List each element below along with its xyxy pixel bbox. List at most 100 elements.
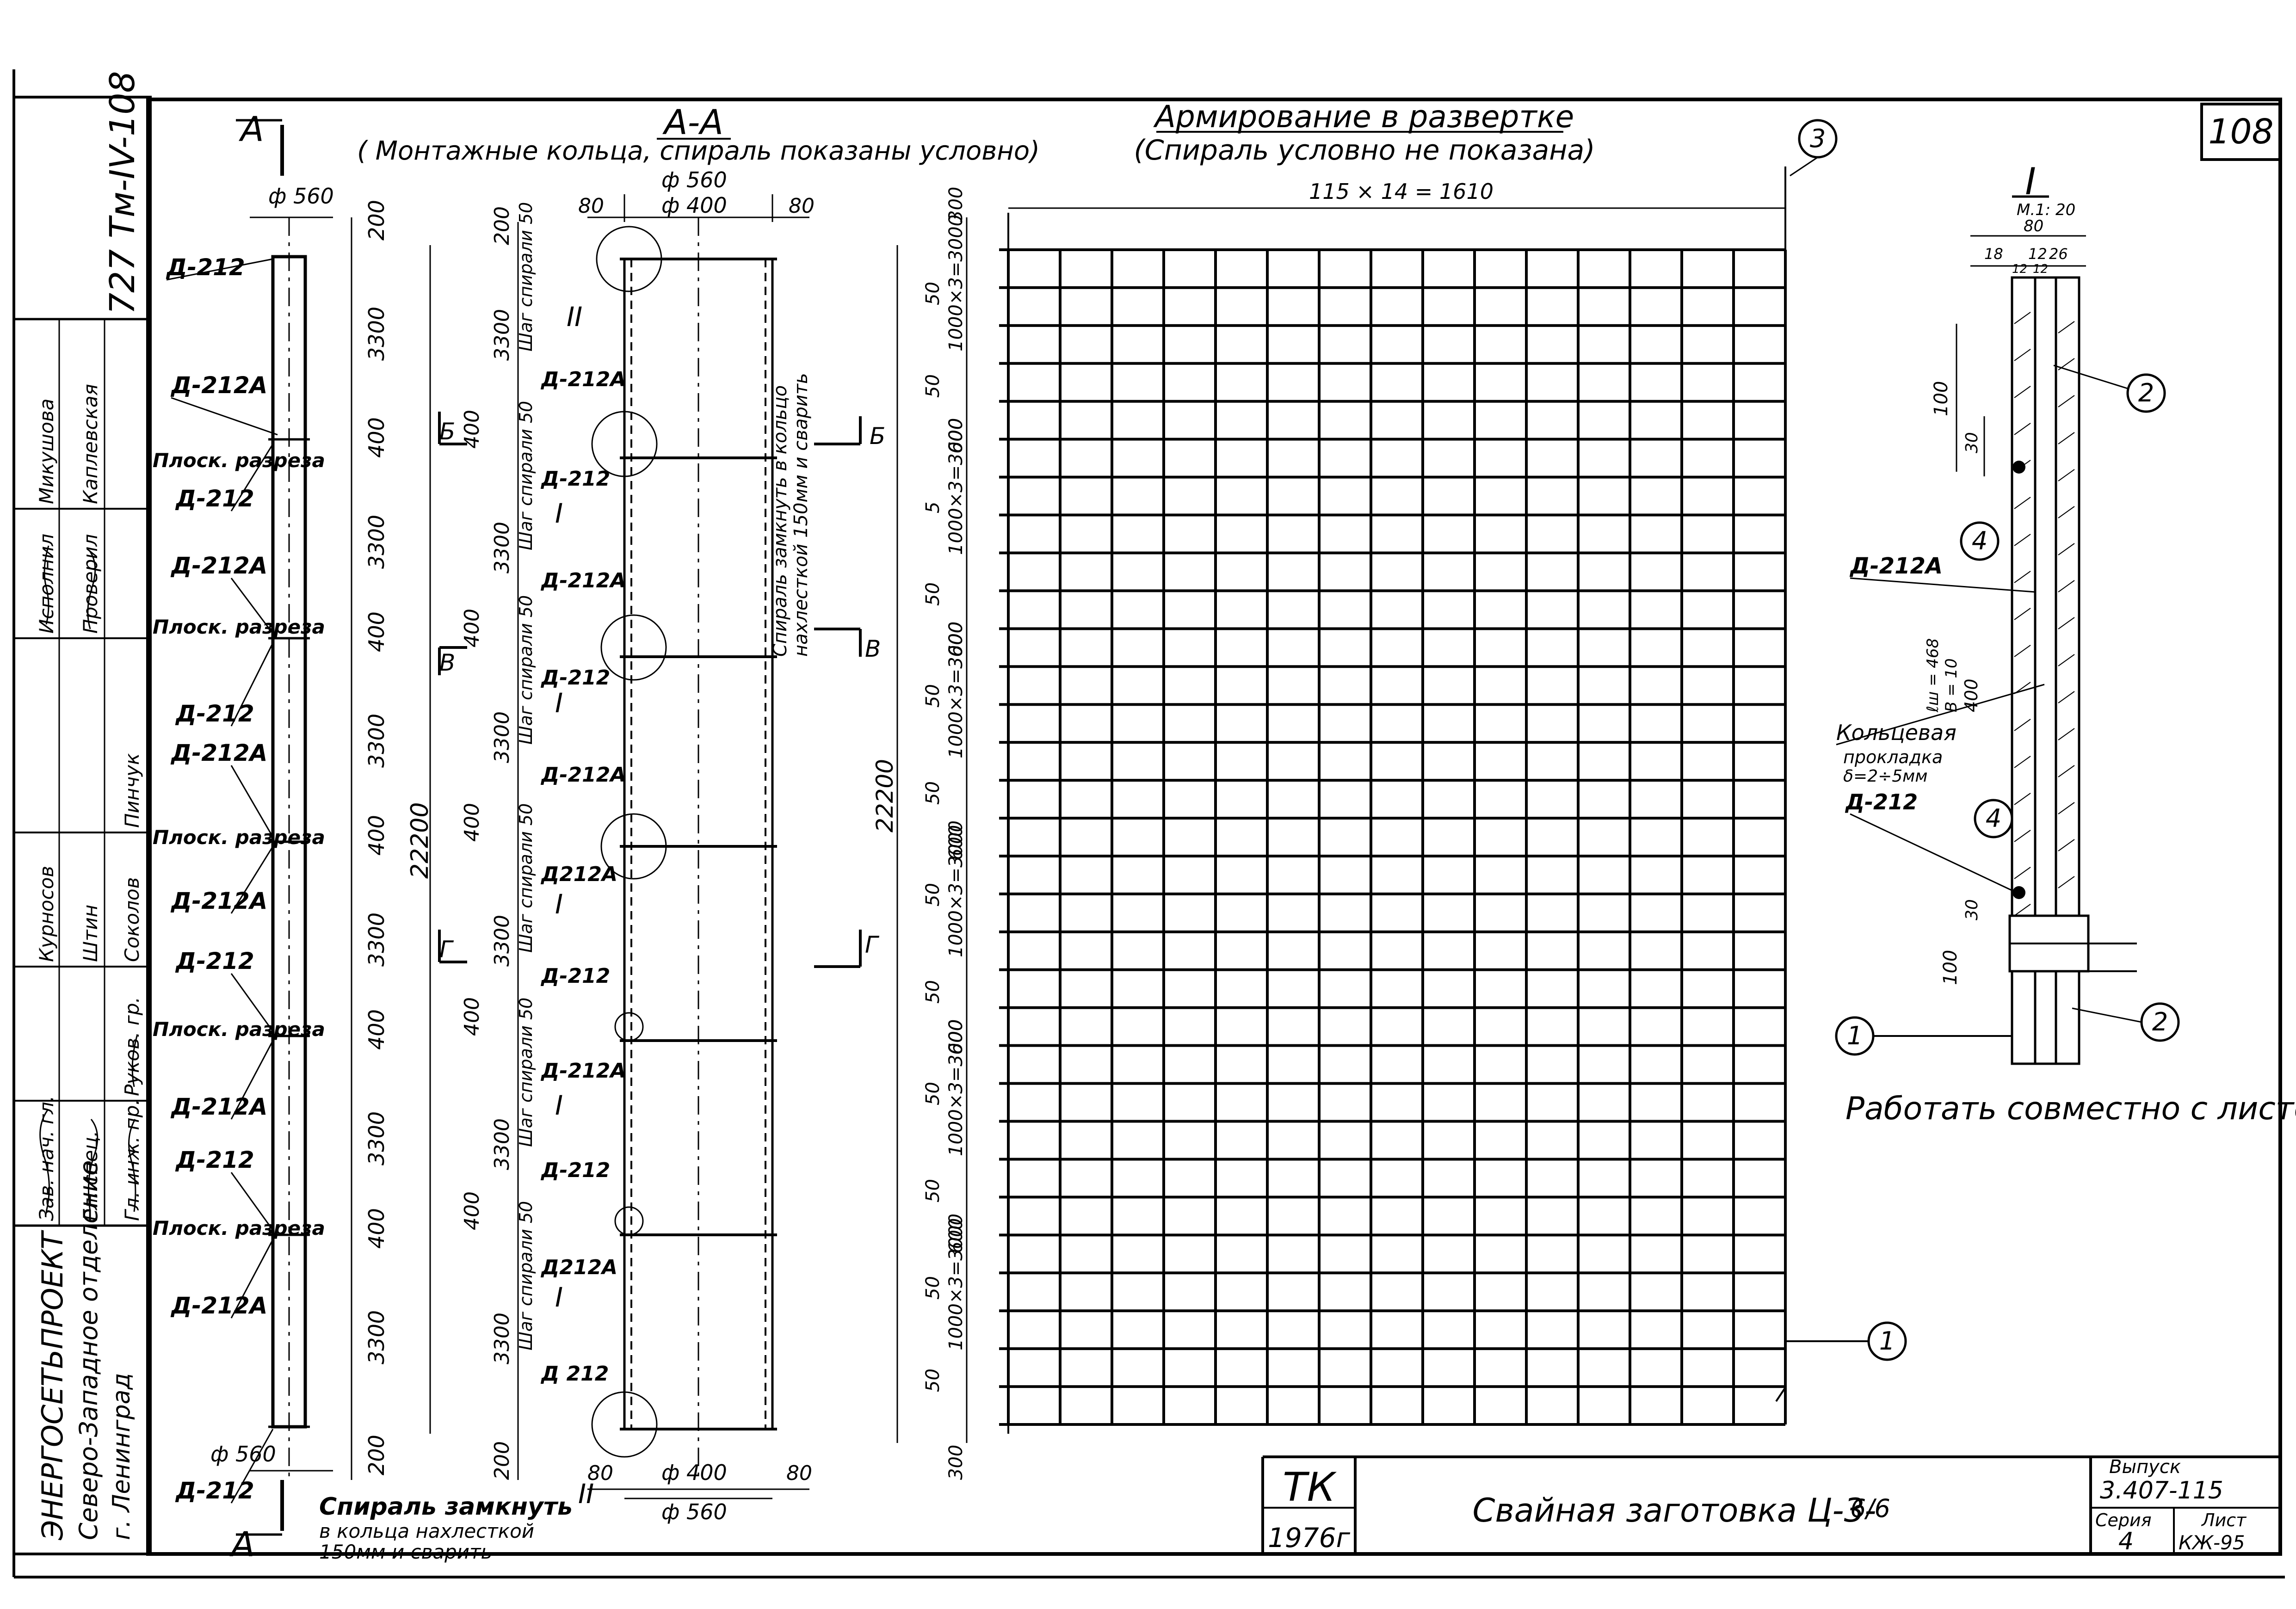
unfold-subtitle: (Спираль условно не показана)	[1134, 134, 1595, 166]
svg-text:I: I	[555, 498, 563, 529]
svg-text:1000×3=3000: 1000×3=3000	[945, 820, 967, 957]
unfold-title: Армирование в развертке	[1153, 99, 1574, 135]
svg-text:400: 400	[364, 1009, 389, 1050]
svg-text:Плоск. разреза: Плоск. разреза	[153, 1018, 325, 1041]
svg-text:22200: 22200	[871, 759, 898, 832]
svg-text:прокладка: прокладка	[1843, 747, 1943, 767]
svg-text:Д-212А: Д-212А	[540, 1059, 626, 1083]
svg-text:ф 560: ф 560	[661, 167, 727, 192]
svg-text:Д-212А: Д-212А	[170, 740, 267, 766]
stamp-name: Каплевская	[79, 384, 102, 504]
svg-text:1000×3=3000: 1000×3=3000	[945, 622, 967, 758]
work-note-text: Работать совместно с листом КЖ-96	[1845, 1091, 2296, 1127]
svg-text:Д212А: Д212А	[540, 863, 617, 886]
svg-text:50: 50	[922, 374, 944, 398]
svg-text:100: 100	[1931, 381, 1952, 416]
spiral-note-1: Спираль замкнуть	[319, 1493, 573, 1521]
svg-text:Д-212А: Д-212А	[540, 569, 626, 592]
svg-text:3300: 3300	[364, 307, 389, 361]
svg-text:Северо-Западное отделение: Северо-Западное отделение	[74, 1160, 103, 1540]
svg-text:4: 4	[1986, 804, 2001, 833]
svg-text:3300: 3300	[490, 309, 514, 361]
svg-text:ф 560: ф 560	[661, 1499, 727, 1524]
svg-text:Шаг спирали 50: Шаг спирали 50	[516, 401, 536, 550]
svg-text:3300: 3300	[490, 915, 514, 967]
position-marker-4b	[1974, 799, 2013, 838]
stamp-role: Руков. гр.	[121, 997, 143, 1096]
svg-text:3300: 3300	[490, 522, 514, 573]
svg-text:3300: 3300	[490, 1118, 514, 1170]
seriya-label: Серия	[2095, 1510, 2152, 1530]
svg-text:Шаг спирали 50: Шаг спирали 50	[516, 1201, 536, 1350]
svg-text:Д-212: Д-212	[540, 666, 610, 690]
svg-text:400: 400	[460, 1191, 484, 1230]
svg-text:50: 50	[922, 582, 944, 606]
unfolded-reinforcement-view: Армирование в развертке (Спираль условно…	[871, 99, 1907, 1480]
svg-text:Д-212: Д-212	[175, 1477, 254, 1504]
tk-mark: ТК	[1283, 1464, 1337, 1510]
stamp-name: Микушова	[35, 399, 58, 504]
svg-text:Шаг спирали 50: Шаг спирали 50	[516, 803, 536, 953]
svg-text:30: 30	[1963, 432, 1981, 453]
svg-text:3300: 3300	[490, 1313, 514, 1364]
svg-text:нахлесткой 150мм и сварить: нахлесткой 150мм и сварить	[790, 373, 812, 657]
svg-text:50: 50	[922, 883, 944, 906]
svg-text:Д-212А: Д-212А	[170, 372, 267, 399]
svg-text:3300: 3300	[364, 912, 389, 967]
svg-text:400: 400	[1961, 678, 1981, 712]
svg-text:I: I	[555, 1090, 563, 1121]
svg-text:80: 80	[786, 1461, 812, 1485]
svg-text:200: 200	[364, 200, 389, 240]
svg-text:Д-212А: Д-212А	[170, 1292, 267, 1319]
svg-text:Д-212: Д-212	[175, 948, 254, 974]
svg-text:2: 2	[2152, 1007, 2168, 1036]
concrete-hatch	[2014, 312, 2075, 916]
series-label: Выпуск	[2109, 1456, 2181, 1478]
svg-text:ф 400: ф 400	[661, 1460, 727, 1485]
svg-text:1000×3=3000: 1000×3=3000	[945, 1019, 967, 1156]
detail-i-view: I М.1: 20 80 18 12 26 12 12 100 30 30 10…	[1835, 160, 2296, 1127]
stamp-role: Гл. инж. пр.	[121, 1099, 143, 1221]
svg-text:600: 600	[945, 825, 967, 860]
year: 1976г	[1268, 1522, 1351, 1554]
svg-text:200: 200	[490, 206, 514, 245]
svg-text:80: 80	[587, 1461, 613, 1485]
svg-text:Шаг спирали 50: Шаг спирали 50	[516, 998, 536, 1147]
svg-text:100: 100	[1940, 950, 1961, 985]
svg-text:50: 50	[922, 1082, 944, 1105]
svg-text:600: 600	[945, 1019, 967, 1054]
svg-text:Плоск. разреза: Плоск. разреза	[153, 616, 325, 638]
svg-text:2: 2	[2138, 378, 2154, 407]
svg-text:12: 12	[2028, 245, 2047, 263]
spiral-note-2: в кольца нахлесткой	[319, 1520, 534, 1542]
svg-text:Г: Г	[865, 931, 880, 958]
svg-text:I: I	[555, 888, 563, 920]
title-block	[1261, 1455, 2280, 1554]
svg-text:1000×3=3000: 1000×3=3000	[945, 215, 967, 351]
svg-text:400: 400	[460, 410, 484, 449]
drawing-title-fraction: 6/6	[1850, 1494, 1890, 1523]
svg-text:3300: 3300	[364, 714, 389, 768]
svg-text:В: В	[865, 635, 881, 662]
pile-elevation-view: А А ф 560 ф 560 200 3300 400 3300 400 33…	[153, 110, 573, 1565]
svg-text:600: 600	[945, 418, 967, 453]
stamp-name: Пинчук	[121, 753, 143, 828]
svg-text:Б: Б	[870, 423, 885, 450]
svg-text:22200: 22200	[406, 802, 434, 879]
stamp-entries: Исполнил Проверил Микушова Каплевская За…	[35, 384, 143, 1221]
position-marker-4	[1960, 521, 2000, 561]
spiral-vertical-note: Спираль замкнуть в кольцо нахлесткой 150…	[770, 373, 812, 657]
svg-text:ф 400: ф 400	[661, 193, 727, 218]
svg-text:А: А	[239, 110, 264, 149]
svg-text:727 Тм-IV-108: 727 Тм-IV-108	[103, 71, 142, 314]
svg-text:3: 3	[1810, 124, 1826, 153]
stamp-signatures	[39, 545, 138, 1212]
svg-text:Кольцевая: Кольцевая	[1836, 720, 1957, 745]
svg-text:400: 400	[460, 609, 484, 647]
svg-text:Плоск. разреза: Плоск. разреза	[153, 826, 325, 849]
svg-text:400: 400	[364, 611, 389, 652]
svg-text:26: 26	[2049, 245, 2068, 263]
svg-text:II: II	[567, 301, 582, 333]
svg-text:200: 200	[364, 1435, 389, 1475]
